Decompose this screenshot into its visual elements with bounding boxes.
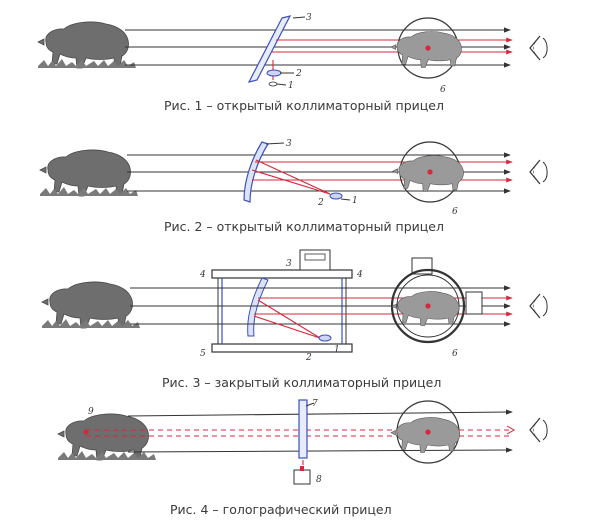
label-2: 2 xyxy=(305,353,312,363)
label-6: 6 xyxy=(452,349,458,359)
laser-source xyxy=(293,469,311,485)
label-3: 3 xyxy=(286,139,292,149)
sight-housing xyxy=(211,249,353,353)
sight-view xyxy=(392,141,464,203)
eye-icon xyxy=(529,35,548,61)
label-6: 6 xyxy=(440,85,446,95)
label-5: 5 xyxy=(200,349,206,359)
eye-icon xyxy=(529,293,548,319)
caption-fig3: Рис. 3 – закрытый коллиматорный прицел xyxy=(162,375,441,390)
curved-reflector xyxy=(243,141,269,203)
eye-icon xyxy=(529,159,548,185)
label-1: 1 xyxy=(352,196,358,206)
label-7: 7 xyxy=(312,399,318,409)
label-2: 2 xyxy=(295,69,302,79)
label-4-right: 4 xyxy=(356,270,363,280)
label-1: 1 xyxy=(288,81,294,91)
label-4-left: 4 xyxy=(199,270,206,280)
label-9: 9 xyxy=(88,407,94,417)
boar-target xyxy=(57,413,156,461)
sight-view xyxy=(390,400,461,464)
led-1 xyxy=(268,81,278,87)
boar-target xyxy=(37,21,136,69)
boar-target xyxy=(39,149,138,197)
red-dot xyxy=(425,303,431,309)
led-1 xyxy=(318,334,332,342)
label-2: 2 xyxy=(317,198,324,208)
sight-view xyxy=(390,17,462,79)
sight-view xyxy=(390,257,483,344)
led-1 xyxy=(329,192,343,200)
label-3: 3 xyxy=(286,259,292,269)
boar-target xyxy=(41,281,140,329)
reflector-glass xyxy=(247,15,292,83)
label-1: 1 xyxy=(334,345,340,355)
caption-fig2: Рис. 2 – открытый коллиматорный прицел xyxy=(164,219,444,234)
lens-2 xyxy=(266,69,282,77)
figure-2: 3 2 1 6 Рис. 2 – открытый коллиматорный … xyxy=(39,139,548,234)
projected-reticle xyxy=(83,429,89,435)
holographic-plate xyxy=(298,399,308,459)
figure-1: 3 2 1 6 Рис. 1 – открытый коллиматорный … xyxy=(37,13,548,113)
caption-fig1: Рис. 1 – открытый коллиматорный прицел xyxy=(164,98,444,113)
red-dot xyxy=(427,169,433,175)
eye-icon xyxy=(529,417,548,443)
figure-4: 9 7 8 Рис. 4 – голографический прицел xyxy=(57,399,548,517)
red-dot xyxy=(425,429,431,435)
label-6: 6 xyxy=(452,207,458,217)
caption-fig4: Рис. 4 – голографический прицел xyxy=(170,502,392,517)
figure-3: 4 3 4 5 2 1 6 Рис. 3 – закрытый коллимат… xyxy=(41,249,548,390)
label-3: 3 xyxy=(306,13,312,23)
label-8: 8 xyxy=(316,475,322,485)
red-dot xyxy=(425,45,431,51)
